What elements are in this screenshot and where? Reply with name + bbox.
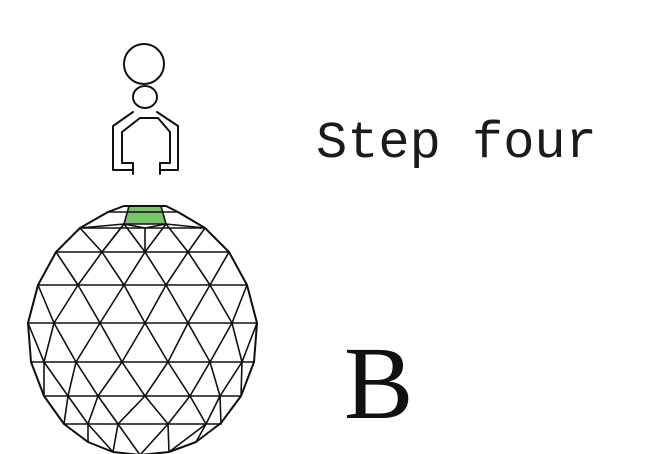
top-ring [124,44,164,84]
crystal-ball-top-highlight [124,206,166,224]
connector-ring [133,86,157,108]
hanger-clip [113,112,178,174]
variant-label: B [344,332,413,436]
crystal-ball [28,206,257,454]
step-label: Step four [316,118,597,170]
